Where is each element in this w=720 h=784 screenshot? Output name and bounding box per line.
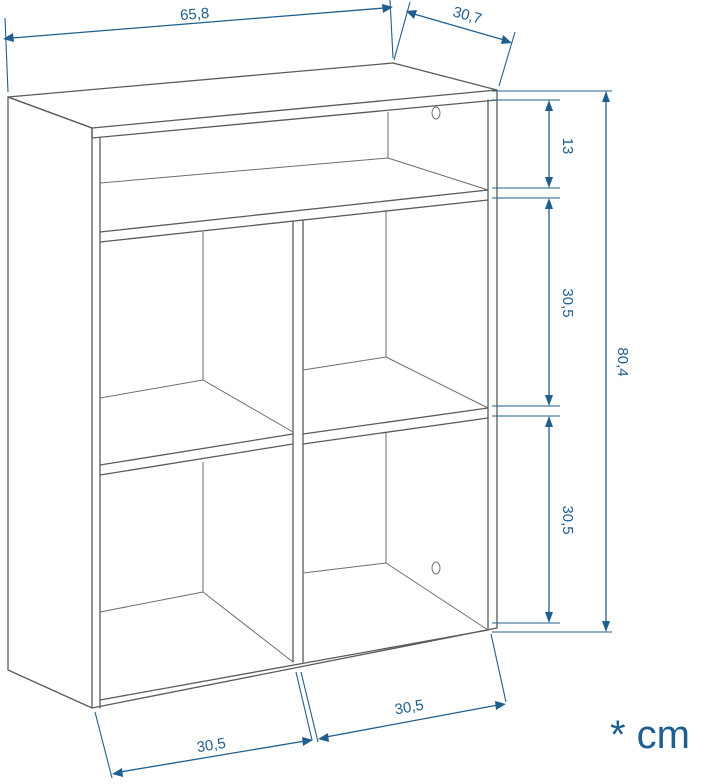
- top-panel: [7, 62, 498, 129]
- depth-dimension-line: [413, 13, 505, 41]
- dimension-lines: [3, 0, 612, 779]
- depth-label: 30,7: [451, 3, 484, 27]
- right-cube-width-label: 30,5: [393, 697, 425, 719]
- unit-label: * cm: [610, 713, 690, 757]
- total-height-label: 80,4: [614, 347, 631, 376]
- bottom-front-edge: [91, 627, 498, 709]
- left-cube-width-line: [119, 740, 306, 773]
- top-shelf-height-label: 13: [559, 138, 576, 155]
- right-cube-width-line: [325, 704, 499, 738]
- shelf-1: [99, 189, 489, 233]
- mounting-hole-bottom: [431, 561, 441, 575]
- dimension-labels: 65,8 30,7 13 30,5 30,5 80,4 30,5 30,5 * …: [179, 3, 690, 757]
- upper-cube-height-label: 30,5: [559, 288, 576, 317]
- lower-cube-height-label: 30,5: [559, 505, 576, 534]
- bookcase-drawing: [7, 62, 498, 709]
- left-cube-width-label: 30,5: [196, 735, 228, 756]
- mounting-hole-top: [431, 106, 441, 120]
- width-dimension-line: [11, 7, 385, 39]
- width-label: 65,8: [179, 5, 209, 24]
- shelf-2: [99, 433, 294, 466]
- left-side-panel: [7, 96, 93, 709]
